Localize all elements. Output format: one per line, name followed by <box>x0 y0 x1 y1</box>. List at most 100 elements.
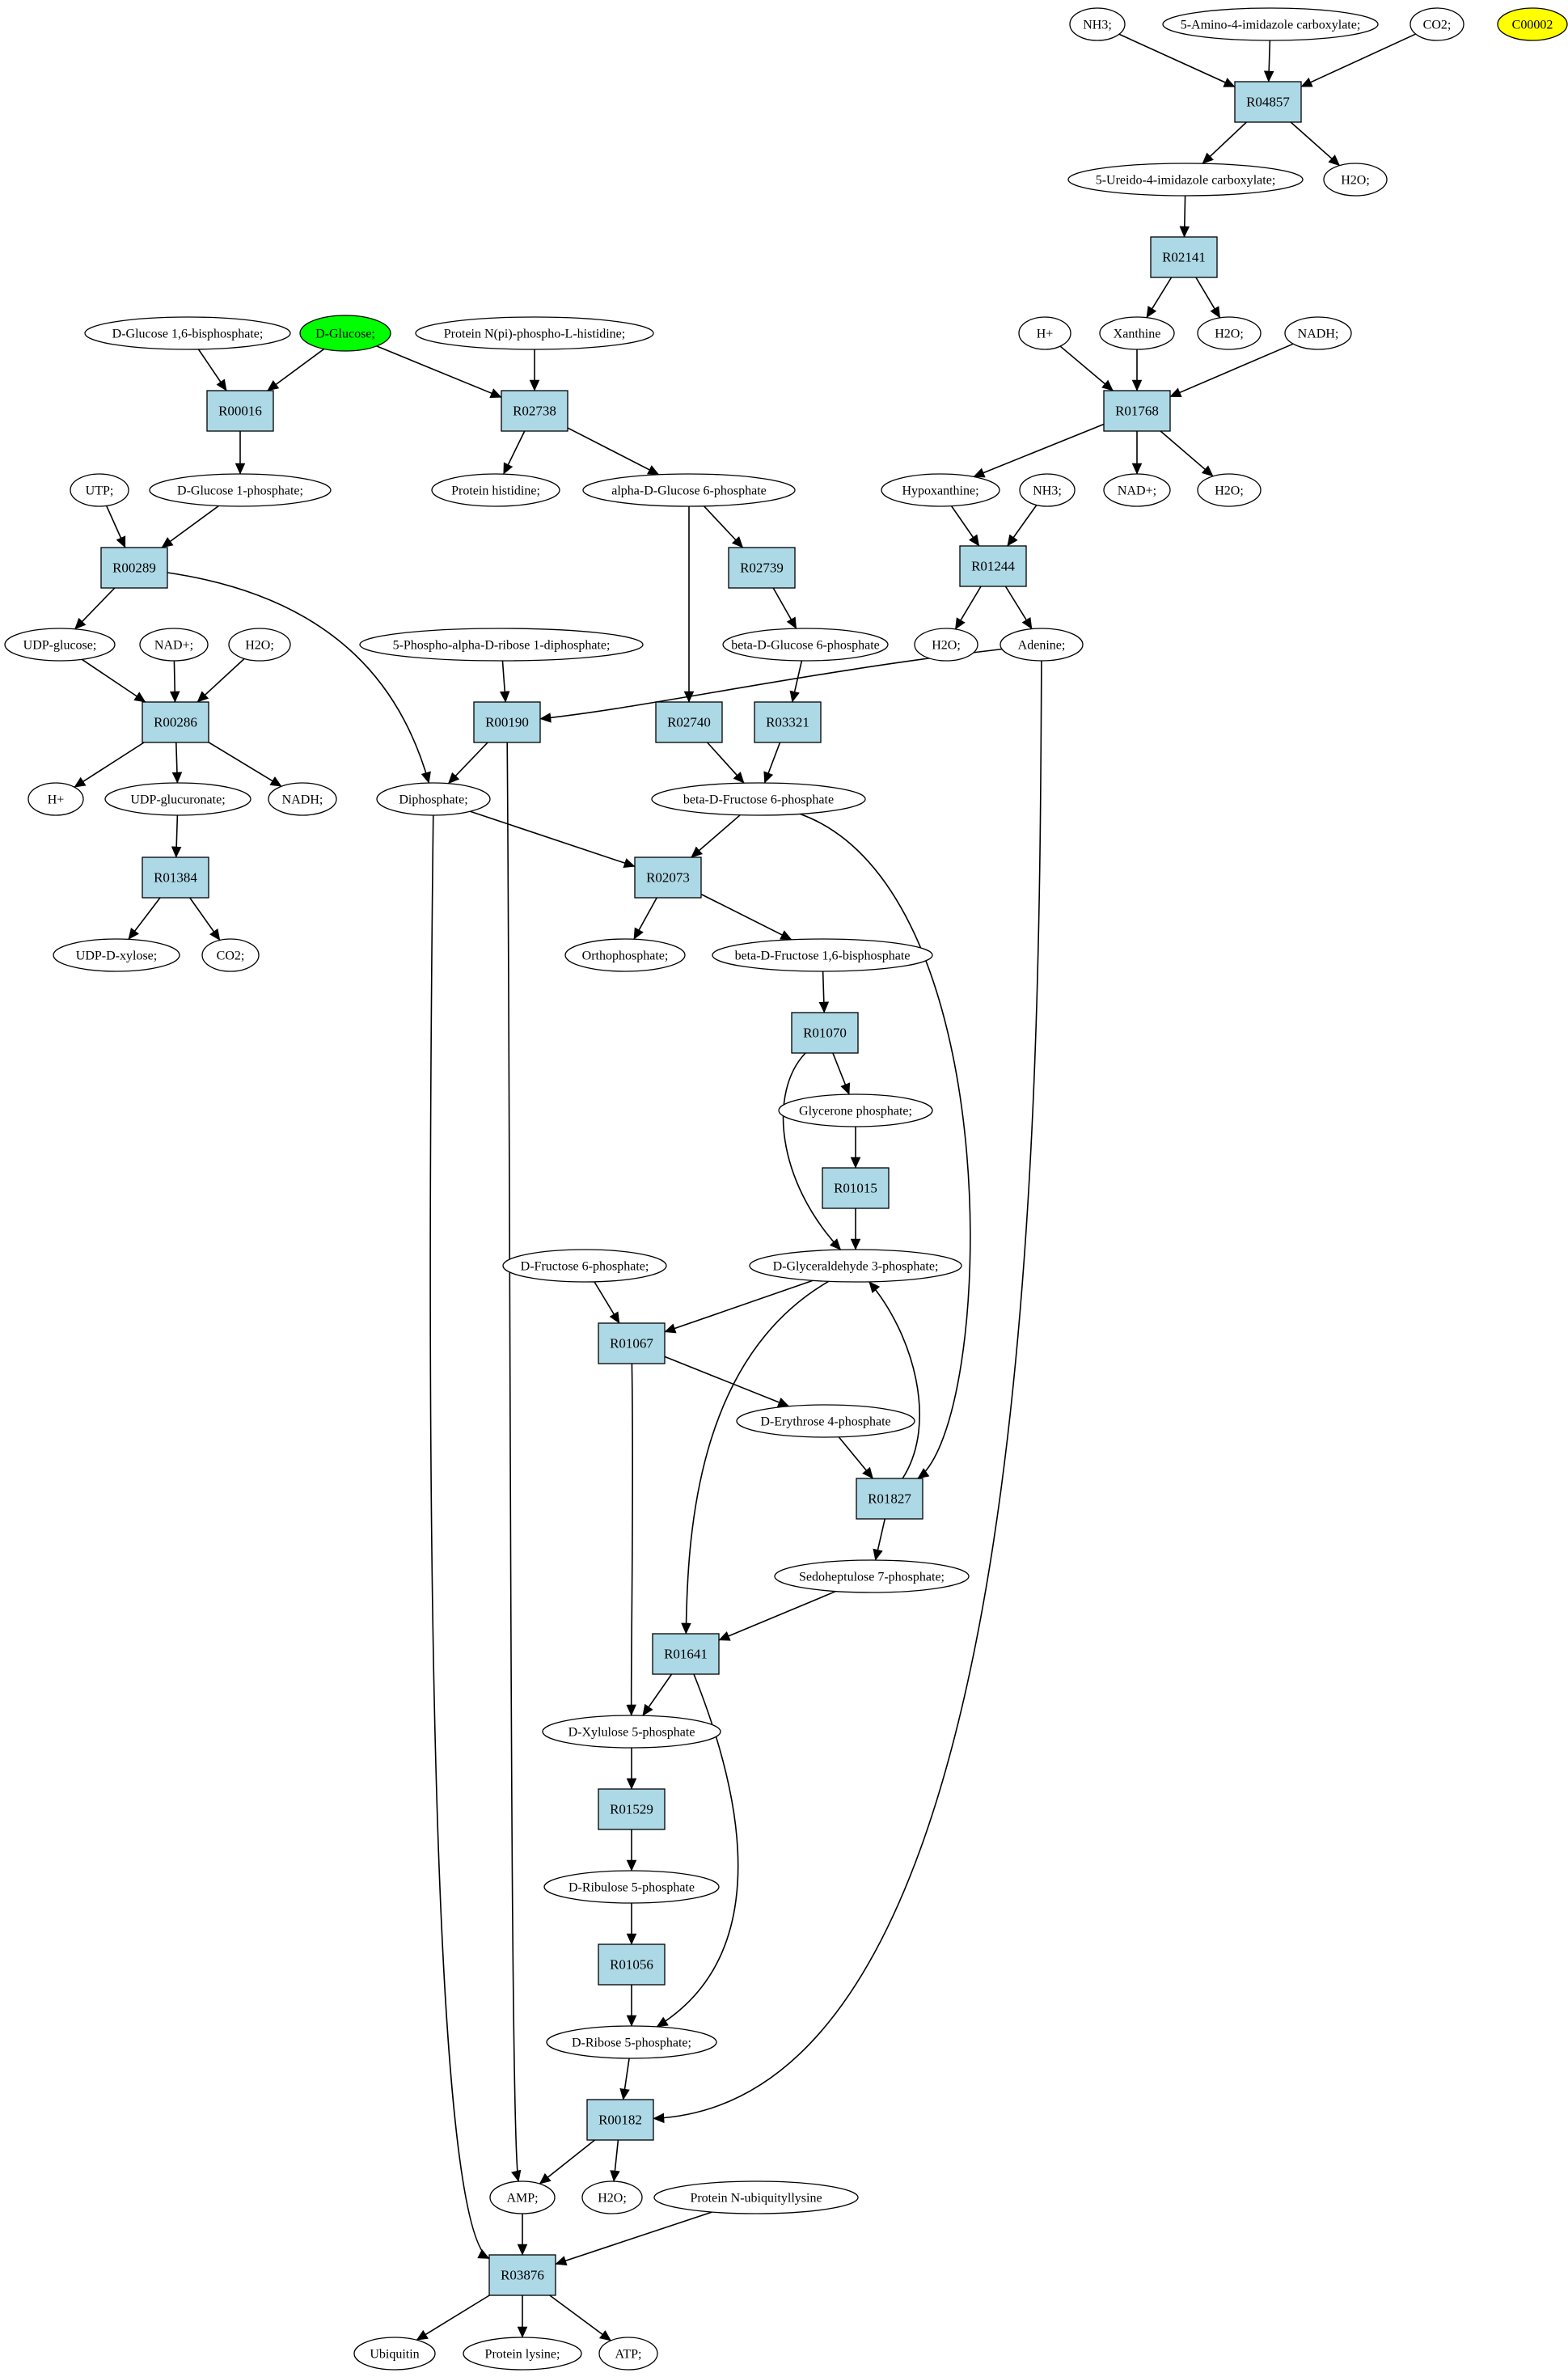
compound-label: C00002 <box>1512 19 1553 32</box>
compound-node-nadh_2[interactable]: NADH; <box>268 782 337 816</box>
compound-ellipse <box>104 782 251 816</box>
compound-node-diphosphate[interactable]: Diphosphate; <box>376 782 491 816</box>
compound-node-h2o_4[interactable]: H2O; <box>914 628 978 662</box>
compound-label: alpha-D-Glucose 6-phosphate <box>611 484 767 498</box>
compound-node-ubiquitin[interactable]: Ubiquitin <box>353 2337 436 2371</box>
compound-node-co2_2[interactable]: CO2; <box>201 938 260 972</box>
reaction-node-r01384[interactable]: R01384 <box>142 856 209 899</box>
compound-node-nadh_1[interactable]: NADH; <box>1284 316 1352 350</box>
reaction-box <box>206 390 274 432</box>
compound-node-hplus_2[interactable]: H+ <box>27 782 84 816</box>
compound-node-atp[interactable]: ATP; <box>598 2337 658 2371</box>
compound-node-h2o_3[interactable]: H2O; <box>1197 473 1262 507</box>
reaction-node-r00190[interactable]: R00190 <box>473 701 541 743</box>
compound-node-h2o_5[interactable]: H2O; <box>228 628 291 662</box>
compound-node-aic[interactable]: 5-Amino-4-imidazole carboxylate; <box>1162 7 1379 41</box>
compound-node-pnul[interactable]: Protein N-ubiquityllysine <box>653 2180 859 2214</box>
compound-node-hplus_1[interactable]: H+ <box>1018 316 1071 350</box>
compound-node-bg6p[interactable]: beta-D-Glucose 6-phosphate <box>722 628 889 662</box>
compound-node-protlys[interactable]: Protein lysine; <box>463 2337 582 2371</box>
reaction-node-r03321[interactable]: R03321 <box>754 701 822 743</box>
reaction-node-r00182[interactable]: R00182 <box>586 2099 654 2141</box>
compound-label: Adenine; <box>1018 639 1066 653</box>
compound-ellipse <box>582 473 796 507</box>
edge-r03876-to-atp <box>549 2295 611 2341</box>
reaction-node-r01827[interactable]: R01827 <box>856 1478 923 1520</box>
reaction-node-r02738[interactable]: R02738 <box>501 390 568 432</box>
compound-label: D-Ribose 5-phosphate; <box>572 2037 691 2050</box>
reaction-node-r01529[interactable]: R01529 <box>598 1788 666 1830</box>
compound-node-hypoxanthine[interactable]: Hypoxanthine; <box>881 473 1000 507</box>
reaction-label: R00289 <box>112 560 156 576</box>
compound-node-h2o_2[interactable]: H2O; <box>1197 316 1262 350</box>
compound-node-dglucose[interactable]: D-Glucose; <box>299 315 391 352</box>
reaction-node-r00016[interactable]: R00016 <box>206 390 274 432</box>
reaction-node-r02073[interactable]: R02073 <box>634 856 702 899</box>
reaction-node-r01056[interactable]: R01056 <box>598 1943 666 1986</box>
compound-node-bf6p[interactable]: beta-D-Fructose 6-phosphate <box>651 782 866 816</box>
compound-node-s7p[interactable]: Sedoheptulose 7-phosphate; <box>774 1559 970 1593</box>
compound-node-r5p[interactable]: D-Ribose 5-phosphate; <box>546 2025 717 2059</box>
compound-node-prothis[interactable]: Protein histidine; <box>431 473 560 507</box>
compound-node-co2_1[interactable]: CO2; <box>1410 7 1464 41</box>
compound-node-orthophosphate[interactable]: Orthophosphate; <box>564 938 686 972</box>
reaction-node-r01768[interactable]: R01768 <box>1103 390 1171 432</box>
edge-aic-to-r04857 <box>1263 40 1274 82</box>
compound-node-udpglca[interactable]: UDP-glucuronate; <box>104 782 251 816</box>
edge-nadplus_2-to-r00286 <box>169 660 180 703</box>
reaction-node-r03876[interactable]: R03876 <box>488 2254 556 2296</box>
reaction-node-r02739[interactable]: R02739 <box>728 547 796 589</box>
reaction-node-r04857[interactable]: R04857 <box>1234 81 1302 123</box>
compound-label: CO2; <box>217 950 245 963</box>
reaction-node-r01015[interactable]: R01015 <box>822 1167 890 1209</box>
reaction-node-r02740[interactable]: R02740 <box>655 701 723 743</box>
compound-node-nh3_1[interactable]: NH3; <box>1069 7 1126 41</box>
reaction-node-r01244[interactable]: R01244 <box>959 545 1027 587</box>
compound-node-uic[interactable]: 5-Ureido-4-imidazole carboxylate; <box>1067 163 1304 197</box>
compound-node-pnph[interactable]: Protein N(pi)-phospho-L-histidine; <box>415 316 654 350</box>
compound-ellipse <box>564 938 686 972</box>
compound-node-df6p[interactable]: D-Fructose 6-phosphate; <box>502 1249 667 1283</box>
compound-node-prpp[interactable]: 5-Phospho-alpha-D-ribose 1-diphosphate; <box>359 628 644 662</box>
reaction-node-r01641[interactable]: R01641 <box>652 1633 720 1675</box>
reaction-node-r00286[interactable]: R00286 <box>142 701 209 743</box>
compound-node-h2o_6[interactable]: H2O; <box>581 2180 643 2214</box>
compound-node-glyceronep[interactable]: Glycerone phosphate; <box>778 1093 933 1127</box>
reaction-box <box>100 547 168 589</box>
compound-node-xu5p[interactable]: D-Xylulose 5-phosphate <box>542 1715 721 1749</box>
reaction-node-r01070[interactable]: R01070 <box>791 1012 859 1054</box>
edge-adenine-to-r00190 <box>539 648 1003 723</box>
edge-r02738-to-prothis <box>503 430 526 475</box>
compound-node-udpxyl[interactable]: UDP-D-xylose; <box>53 938 180 972</box>
compound-node-utp[interactable]: UTP; <box>70 473 129 507</box>
compound-label: CO2; <box>1423 19 1452 32</box>
compound-ellipse <box>749 1249 962 1283</box>
edge-bf16bp-to-r01070 <box>818 971 830 1013</box>
compound-node-g16bp[interactable]: D-Glucose 1,6-bisphosphate; <box>84 316 291 350</box>
compound-node-amp[interactable]: AMP; <box>489 2180 556 2214</box>
compound-node-udpglc[interactable]: UDP-glucose; <box>4 628 116 662</box>
reaction-node-r02141[interactable]: R02141 <box>1150 236 1218 278</box>
compound-node-c00002[interactable]: C00002 <box>1497 7 1568 41</box>
compound-node-h2o_1[interactable]: H2O; <box>1323 163 1388 197</box>
edge-co2_1-to-r04857 <box>1300 33 1417 87</box>
compound-node-bf16bp[interactable]: beta-D-Fructose 1,6-bisphosphate <box>712 938 933 972</box>
edge-df6p-to-r01067 <box>594 1281 620 1324</box>
compound-node-ru5p[interactable]: D-Ribulose 5-phosphate <box>543 1870 720 1904</box>
reaction-node-r00289[interactable]: R00289 <box>100 547 168 589</box>
compound-node-ag6p[interactable]: alpha-D-Glucose 6-phosphate <box>582 473 796 507</box>
compound-node-e4p[interactable]: D-Erythrose 4-phosphate <box>736 1404 915 1438</box>
compound-ellipse <box>581 2180 643 2214</box>
compound-node-g1p[interactable]: D-Glucose 1-phosphate; <box>149 473 332 507</box>
compound-node-nadplus_2[interactable]: NAD+; <box>139 628 209 662</box>
compound-node-adenine[interactable]: Adenine; <box>1000 628 1084 662</box>
edge-r01384-to-udpxyl <box>128 897 161 940</box>
compound-label: AMP; <box>506 2192 538 2206</box>
compound-ellipse <box>546 2025 717 2059</box>
edge-r01070-to-g3p <box>782 1052 842 1250</box>
compound-node-nh3_2[interactable]: NH3; <box>1019 473 1076 507</box>
compound-node-xanthine[interactable]: Xanthine <box>1099 316 1175 350</box>
compound-node-g3p[interactable]: D-Glyceraldehyde 3-phosphate; <box>749 1249 962 1283</box>
compound-node-nadplus_1[interactable]: NAD+; <box>1103 473 1171 507</box>
reaction-node-r01067[interactable]: R01067 <box>598 1322 666 1364</box>
